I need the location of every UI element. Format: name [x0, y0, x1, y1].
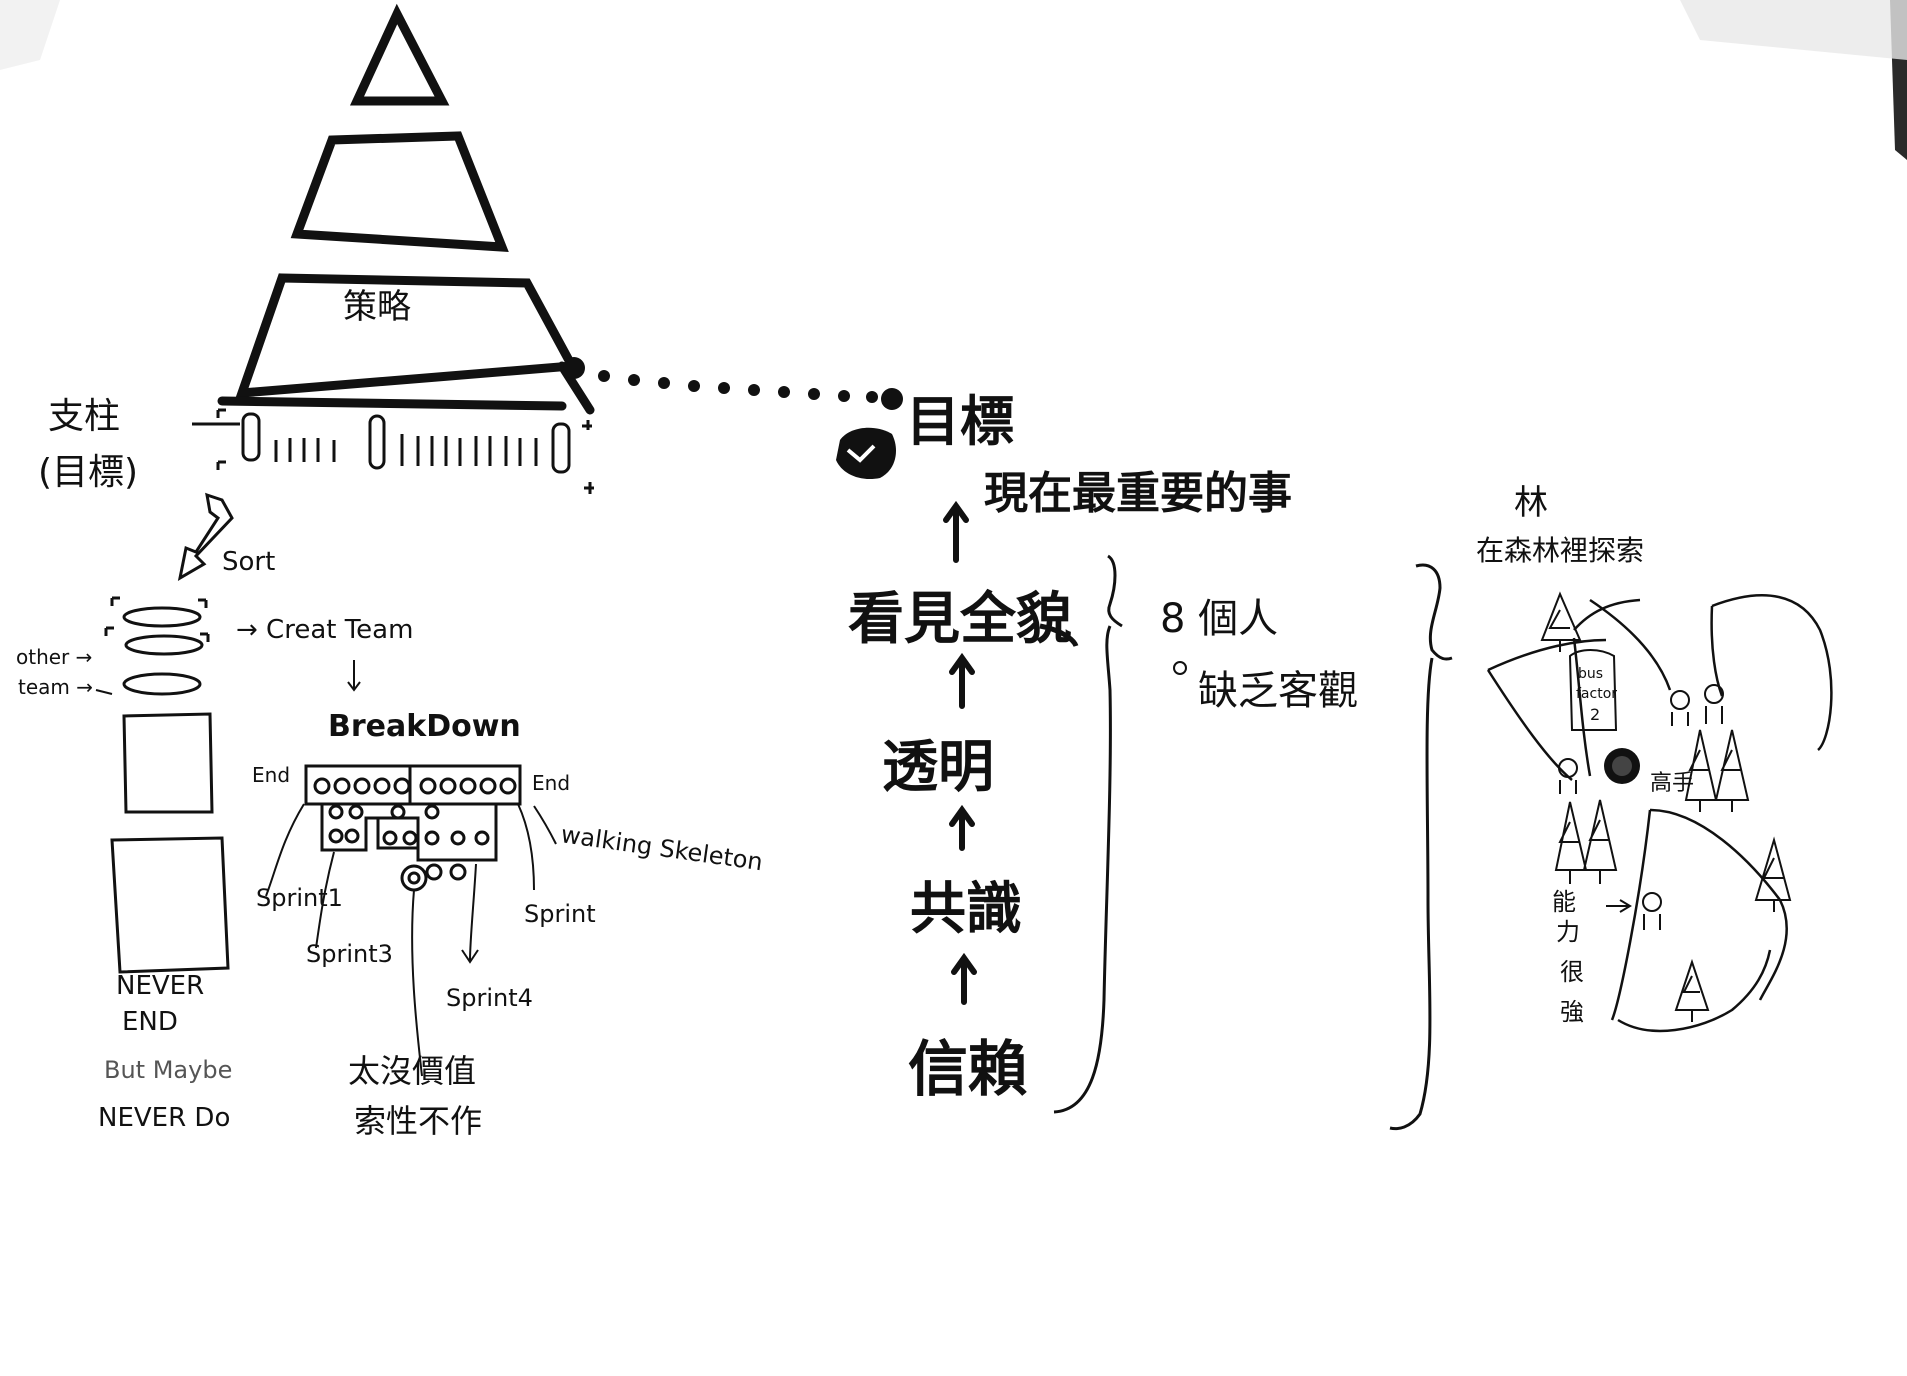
- forest-map: [1486, 594, 1833, 1033]
- see-whole-label: 看見全貌: [848, 587, 1072, 652]
- pillars-label-line2: (目標): [38, 452, 138, 493]
- other-team-line1: other →: [16, 645, 92, 669]
- transparency-label: 透明: [882, 735, 994, 800]
- chain-arrows: [943, 500, 977, 1005]
- never-do-label: NEVER Do: [98, 1103, 230, 1133]
- goal-icon: [836, 427, 896, 480]
- strong-label-4: 強: [1560, 998, 1584, 1026]
- down-arrow-1: [347, 660, 361, 692]
- no-value-line2: 索性不作: [354, 1102, 482, 1140]
- strong-arrow: [1606, 899, 1632, 913]
- pillar-box-middle: [368, 414, 386, 470]
- breakdown-grid: [304, 764, 522, 892]
- breakdown-label: BreakDown: [328, 709, 521, 744]
- expert-token: [1604, 748, 1640, 784]
- person-icon: [1558, 758, 1578, 794]
- pyramid-tier-1: [349, 3, 450, 106]
- but-maybe-label: But Maybe: [104, 1056, 232, 1084]
- backlog-stack: [104, 596, 230, 974]
- people-icons: [1558, 684, 1724, 930]
- tree-icon: [1582, 799, 1618, 884]
- sort-arrow: [177, 492, 234, 581]
- strategy-label: 策略: [343, 287, 411, 327]
- tree-icon: [1674, 958, 1710, 1022]
- tree-icon: [1754, 836, 1792, 912]
- tree-icon: [1540, 591, 1582, 652]
- consensus-label: 共識: [910, 877, 1022, 942]
- person-icon: [1704, 684, 1724, 724]
- never-end-line2: END: [122, 1007, 178, 1037]
- sprint2-label: Sprint: [524, 900, 596, 928]
- person-icon: [1642, 892, 1662, 930]
- backlog-item: [124, 634, 204, 656]
- tree-icons: [1540, 591, 1792, 1022]
- end-right-label: End: [532, 771, 570, 795]
- individual-bullet: [1173, 661, 1187, 675]
- never-end-line1: NEVER: [116, 971, 204, 1001]
- sprint1-label: Sprint1: [256, 884, 343, 912]
- pillars-label-line1: 支柱: [48, 396, 120, 437]
- most-important-label: 現在最重要的事: [984, 468, 1292, 519]
- chain-braces: [1053, 554, 1453, 1131]
- other-team-arrow: [95, 689, 113, 695]
- create-team-label: → Creat Team: [236, 615, 413, 645]
- pyramid-base-line: [217, 396, 567, 411]
- strong-label-3: 很: [1560, 958, 1584, 986]
- sprint4-label: Sprint4: [446, 984, 533, 1012]
- tree-icon: [1554, 801, 1588, 884]
- bus-factor-card: [1568, 649, 1618, 731]
- sort-label: Sort: [222, 547, 275, 577]
- pillar-box-right: [551, 422, 571, 474]
- backlog-item: [122, 606, 202, 628]
- end-left-label: End: [252, 763, 290, 787]
- person-icon: [1670, 690, 1690, 726]
- tree-icon: [1684, 729, 1718, 812]
- sprint3-label: Sprint3: [306, 940, 393, 968]
- pillar-box-left: [241, 412, 261, 462]
- bus-factor-value: 2: [1590, 705, 1600, 724]
- bus-factor-line2: factor: [1576, 686, 1617, 702]
- strong-label-2: 力: [1556, 918, 1580, 946]
- no-value-line1: 太沒價值: [348, 1052, 476, 1090]
- goal-label: 目標: [906, 390, 1014, 453]
- backlog-item: [122, 672, 202, 696]
- pyramid-tier-2: [290, 131, 509, 252]
- other-team-line2: team →: [18, 675, 93, 699]
- strong-label-1: 能: [1552, 888, 1576, 916]
- dotted-connector: [563, 357, 903, 410]
- individual-label: 8 個人: [1160, 596, 1278, 642]
- bus-factor-line1: bus: [1578, 666, 1603, 682]
- trust-label: 信賴: [908, 1035, 1028, 1105]
- pillars-row: [192, 408, 594, 494]
- sprint-arcs: [265, 803, 557, 1077]
- forest-title-line1: 林: [1514, 483, 1548, 523]
- tree-icon: [1714, 729, 1750, 812]
- lack-objective-label: 缺乏客觀: [1198, 668, 1358, 714]
- forest-title-line2: 在森林裡探索: [1476, 534, 1644, 567]
